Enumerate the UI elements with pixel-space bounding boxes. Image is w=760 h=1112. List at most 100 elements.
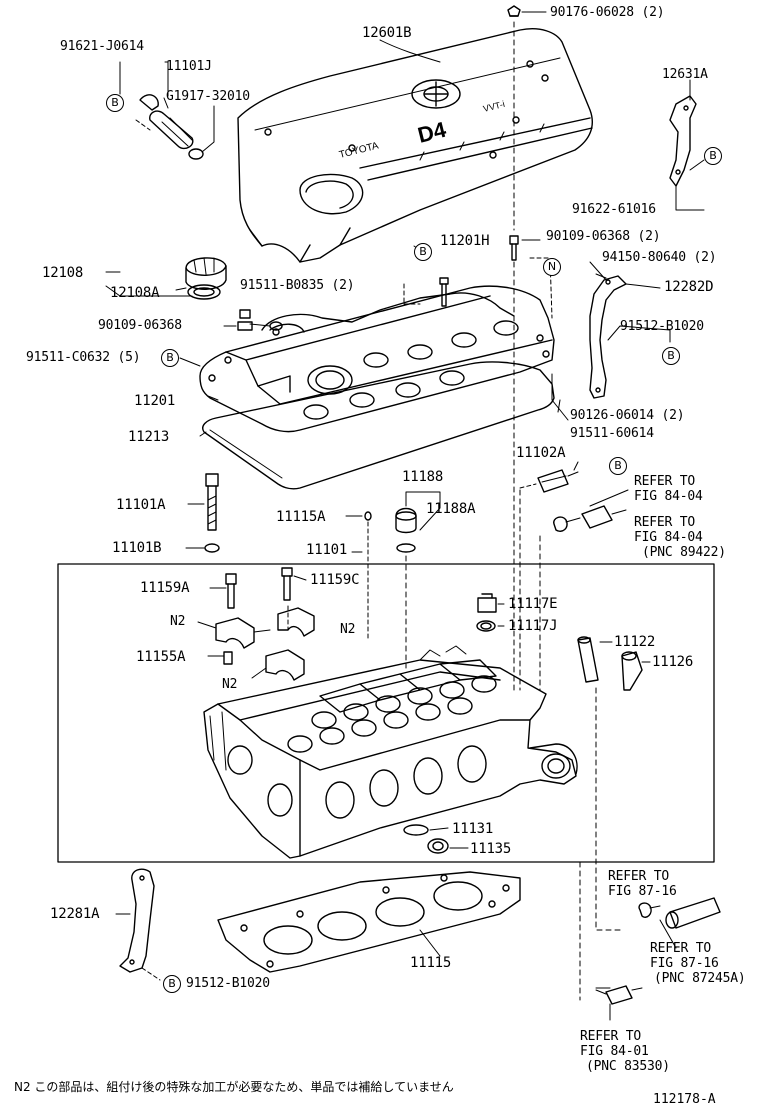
cam-cap-left — [215, 617, 255, 649]
sensor-83530 — [595, 985, 643, 1005]
leader-lines — [105, 39, 691, 1021]
label-11159C: 11159C — [310, 572, 360, 588]
label-91511-B0835: 91511-B0835 (2) — [240, 278, 355, 293]
label-11101: 11101 — [306, 542, 348, 558]
ref-87-16-b-line2: FIG 87-16 — [650, 956, 719, 971]
plug-11117E — [476, 593, 497, 632]
label-90109-lower: 90109-06368 — [98, 318, 182, 333]
head-assembly-frame — [57, 563, 715, 863]
pin-11155A — [223, 651, 233, 665]
callout-b-11101j: B — [106, 94, 124, 112]
sensor-11102A — [519, 469, 579, 493]
label-11117E: 11117E — [508, 596, 558, 612]
callout-b-91511: B — [414, 243, 432, 261]
ref-84-01-line3: (PNC 83530) — [586, 1059, 670, 1074]
label-90176: 90176-06028 (2) — [550, 5, 665, 20]
bolt-90176 — [507, 5, 547, 17]
label-11115: 11115 — [410, 955, 452, 971]
label-11131: 11131 — [452, 821, 494, 837]
ref-84-04-b-line2: FIG 84-04 — [634, 530, 703, 545]
sensor-89422 — [553, 489, 629, 532]
label-11101A: 11101A — [116, 497, 166, 513]
plug-11188 — [395, 491, 441, 553]
callout-b-91512: B — [662, 347, 680, 365]
label-n2-left: N2 — [170, 614, 186, 629]
ref-84-04-a-line1: REFER TO — [634, 474, 696, 489]
label-11126: 11126 — [652, 654, 694, 670]
label-11201H: 11201H — [440, 233, 490, 249]
label-11188: 11188 — [402, 469, 444, 485]
bracket-12281A — [119, 868, 161, 981]
footer-note: N2 この部品は、組付け後の特殊な加工が必要なため、単品では補給していません — [14, 1080, 454, 1094]
label-91622: 91622-61016 — [572, 202, 656, 217]
ref-84-04-b-line3: (PNC 89422) — [642, 545, 726, 560]
label-11155A: 11155A — [136, 649, 186, 665]
label-94150: 94150-80640 (2) — [602, 250, 717, 265]
bracket-12631A — [669, 79, 705, 211]
cam-cap-upper — [277, 607, 315, 637]
bolt-11201H — [439, 277, 449, 307]
ref-87-16-a-line1: REFER TO — [608, 869, 670, 884]
label-12108: 12108 — [42, 265, 84, 281]
label-11188A: 11188A — [426, 501, 476, 517]
head-cover-11201 — [199, 285, 555, 433]
callout-n-94150: N — [543, 258, 561, 276]
label-91512-lower: 91512-B1020 — [186, 976, 270, 991]
bolt-11101A — [204, 473, 220, 553]
ref-84-04-b-line1: REFER TO — [634, 515, 696, 530]
bolt-11159A — [225, 573, 237, 609]
label-11101J: 11101J — [166, 59, 212, 74]
ref-87-16-a-line2: FIG 87-16 — [608, 884, 677, 899]
engine-cover-12601B: TOYOTA D4 VVT-i — [237, 28, 593, 263]
label-90109-upper: 90109-06368 (2) — [546, 229, 661, 244]
label-91512-upper: 91512-B1020 — [620, 319, 704, 334]
figure-id: 112178-A — [653, 1092, 716, 1107]
label-91621: 91621-J0614 — [60, 39, 144, 54]
callout-b-11102a: B — [609, 457, 627, 475]
label-11213: 11213 — [128, 429, 170, 445]
label-91511-60614: 91511-60614 — [570, 426, 654, 441]
label-11122: 11122 — [614, 634, 656, 650]
plug-11101J — [135, 61, 215, 160]
label-11201: 11201 — [134, 393, 176, 409]
label-11102A: 11102A — [516, 445, 566, 461]
cam-cap-n2 — [265, 649, 305, 681]
hose-clamp — [638, 897, 721, 929]
tube-11126 — [621, 651, 643, 691]
ring-11135 — [427, 838, 449, 854]
bolt-11159C — [281, 567, 293, 601]
label-11115A: 11115A — [276, 509, 326, 525]
ref-84-04-a-line2: FIG 84-04 — [634, 489, 703, 504]
label-90126: 90126-06014 (2) — [570, 408, 685, 423]
label-11101B: 11101B — [112, 540, 162, 556]
cover-brand-text: TOYOTA — [338, 140, 380, 160]
guide-11122 — [577, 636, 599, 683]
label-91511-C0632: 91511-C0632 (5) — [26, 350, 141, 365]
label-11135: 11135 — [470, 841, 512, 857]
ref-87-16-b-line1: REFER TO — [650, 941, 712, 956]
cylinder-head — [203, 645, 578, 859]
label-12631A: 12631A — [662, 67, 708, 82]
label-G1917: G1917-32010 — [166, 89, 250, 104]
ref-84-01-line1: REFER TO — [580, 1029, 642, 1044]
label-n2-right: N2 — [340, 622, 356, 637]
label-11159A: 11159A — [140, 580, 190, 596]
cover-engine-text: D4 — [415, 117, 449, 148]
callout-b-12631a: B — [704, 147, 722, 165]
bolt-90109-upper — [509, 235, 541, 261]
ring-11131 — [403, 824, 429, 836]
label-12282D: 12282D — [664, 279, 714, 295]
label-12108A: 12108A — [110, 285, 160, 301]
callout-b-91511c: B — [161, 349, 179, 367]
label-12601B: 12601B — [362, 25, 412, 41]
label-11117J: 11117J — [508, 618, 558, 634]
ref-87-16-b-line3: (PNC 87245A) — [654, 971, 746, 986]
label-n2-lower: N2 — [222, 677, 238, 692]
callout-b-91512b: B — [163, 975, 181, 993]
oil-filler-cap-12108 — [185, 257, 227, 300]
head-gasket-11115 — [217, 871, 521, 973]
ref-84-01-line2: FIG 84-01 — [580, 1044, 649, 1059]
dowel-11115A — [364, 511, 372, 521]
